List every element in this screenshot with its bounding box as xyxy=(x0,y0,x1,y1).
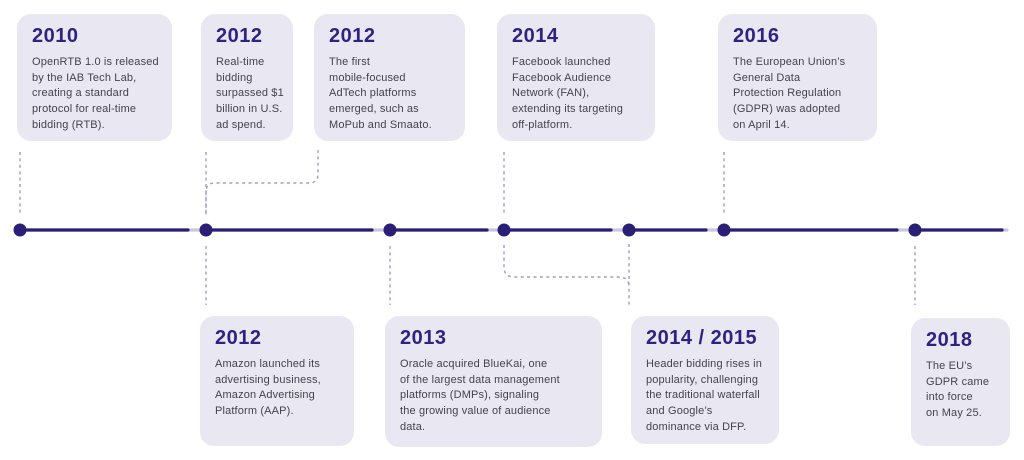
event-year: 2010 xyxy=(32,25,79,47)
timeline-dot-2014 xyxy=(497,223,511,237)
event-card-2012-amazon-aap: 2012 Amazon launched its advertising bus… xyxy=(200,316,354,446)
event-year: 2014 / 2015 xyxy=(646,327,758,349)
event-year: 2014 xyxy=(512,25,559,47)
event-year: 2012 xyxy=(329,25,376,47)
connector-2014-elbow xyxy=(503,245,630,288)
timeline-dot-2015 xyxy=(622,223,636,237)
event-card-2012-mobile-adtech: 2012 The first mobile-focused AdTech pla… xyxy=(314,14,465,141)
event-description: The EU’s GDPR came into force on May 25. xyxy=(926,360,990,420)
event-card-2018-gdpr-force: 2018 The EU’s GDPR came into force on Ma… xyxy=(911,318,1010,446)
event-card-2016-gdpr-adopted: 2016 The European Union’s General Data P… xyxy=(718,14,877,141)
event-description: Oracle acquired BlueKai, one of the larg… xyxy=(400,358,560,433)
event-description: The European Union’s General Data Protec… xyxy=(733,56,846,131)
event-year: 2012 xyxy=(215,327,262,349)
event-card-2014-2015-header-bidding: 2014 / 2015 Header bidding rises in popu… xyxy=(631,316,779,444)
event-card-2013-oracle-bluekai: 2013 Oracle acquired BlueKai, one of the… xyxy=(385,316,602,447)
event-description: OpenRTB 1.0 is released by the IAB Tech … xyxy=(32,56,159,131)
event-card-2014-facebook-fan: 2014 Facebook launched Facebook Audience… xyxy=(497,14,655,141)
event-description: Real-time bidding surpassed $1 billion i… xyxy=(216,56,284,131)
event-description: The first mobile-focused AdTech platform… xyxy=(329,56,432,131)
timeline-dot-2018 xyxy=(908,223,922,237)
event-year: 2012 xyxy=(216,25,263,47)
event-card-2010-openrtb: 2010 OpenRTB 1.0 is released by the IAB … xyxy=(17,14,172,141)
event-card-2012-rtb-billion: 2012 Real-time bidding surpassed $1 bill… xyxy=(201,14,293,141)
event-year: 2016 xyxy=(733,25,780,47)
timeline-dot-2016 xyxy=(717,223,731,237)
timeline-dot-2012 xyxy=(199,223,213,237)
event-description: Amazon launched its advertising business… xyxy=(215,358,321,418)
event-year: 2013 xyxy=(400,327,447,349)
timeline-dot-2010 xyxy=(13,223,27,237)
timeline-dot-2013 xyxy=(383,223,397,237)
event-year: 2018 xyxy=(926,329,973,351)
connector-2012-b-elbow xyxy=(205,150,319,215)
event-description: Facebook launched Facebook Audience Netw… xyxy=(512,56,624,131)
event-description: Header bidding rises in popularity, chal… xyxy=(646,358,762,433)
